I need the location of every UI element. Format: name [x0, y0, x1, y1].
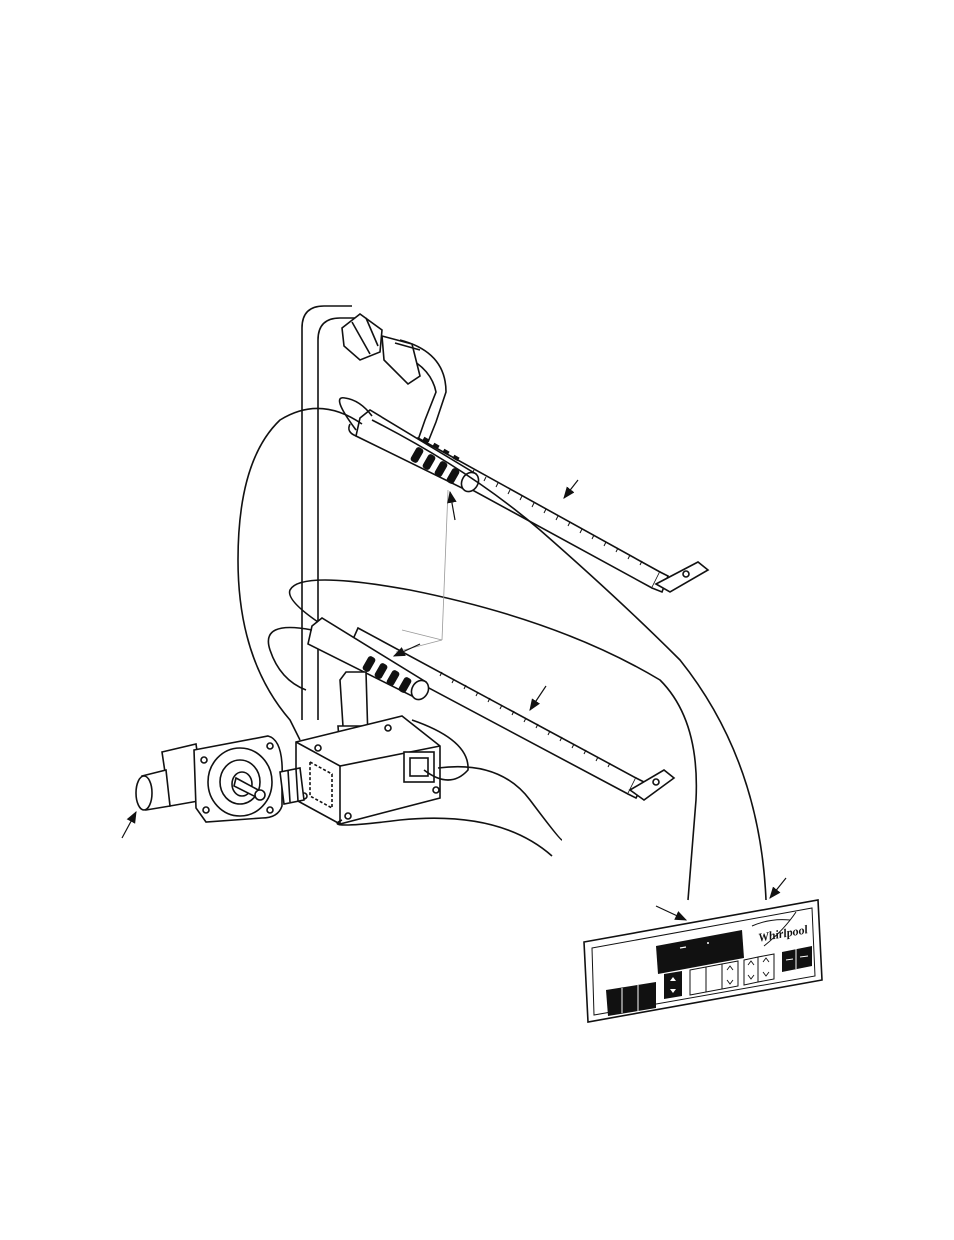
alignment-lines — [396, 490, 448, 652]
gas-regulator — [162, 736, 304, 822]
broil-burner-callout-arrow — [564, 480, 578, 498]
oven-burner-ports — [440, 672, 610, 767]
broil-burner-ports — [472, 470, 642, 565]
gas-valve-assembly — [296, 716, 440, 824]
updown-key — [664, 971, 682, 999]
gas-supply-pipe — [136, 770, 170, 810]
tube-fitting-nut — [342, 314, 420, 384]
electronic-control-panel: Whirlpool — [584, 900, 822, 1022]
control-wire-callout-arrow-right — [770, 878, 786, 898]
supply-pipe-callout-arrow — [122, 812, 136, 838]
broil-igniter-callout-arrow — [450, 492, 455, 520]
oven-burner-callout-arrow — [530, 686, 546, 710]
control-wire-callout-arrow-left — [656, 906, 686, 920]
